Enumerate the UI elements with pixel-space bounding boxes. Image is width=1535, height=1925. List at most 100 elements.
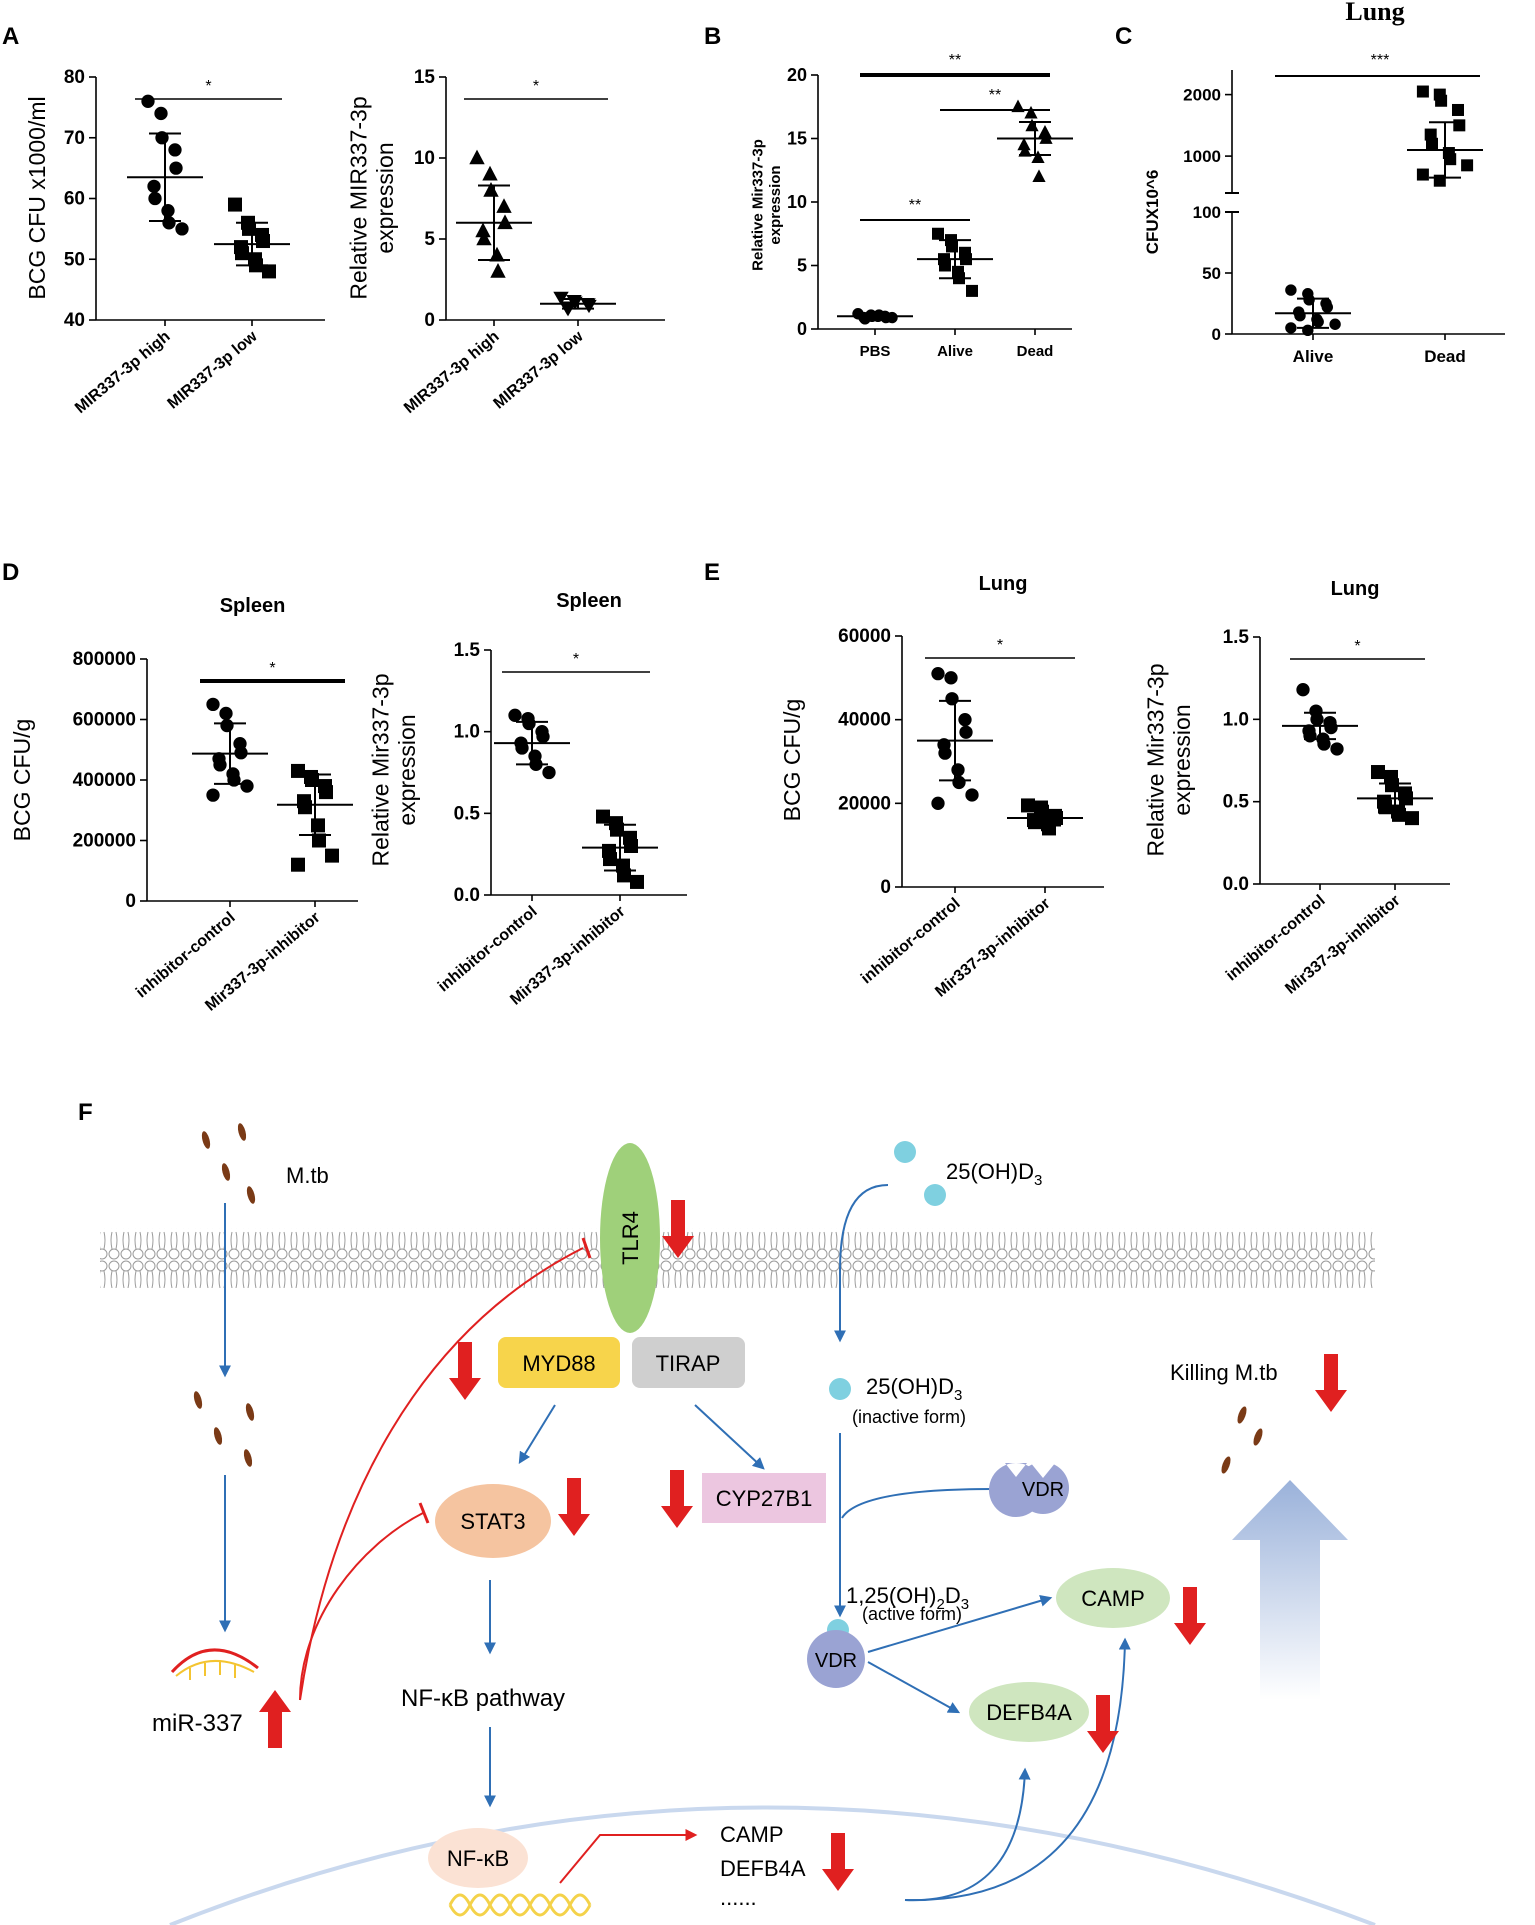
myd88-box (498, 1337, 620, 1388)
y-tick-label: 2000 (1183, 86, 1221, 105)
data-point (931, 667, 945, 681)
data-point (1285, 322, 1297, 334)
data-point (169, 161, 183, 175)
y-tick-label: 100 (1193, 203, 1221, 222)
panel-label-f: F (78, 1099, 93, 1126)
data-point (1385, 778, 1399, 793)
x-tick-label: Dead (1424, 347, 1466, 366)
data-point (141, 94, 155, 108)
y-tick-label: 70 (64, 128, 85, 149)
cyp27b1-label: CYP27B1 (716, 1486, 813, 1511)
significance-label: * (573, 651, 579, 668)
vitd-molecule-2 (924, 1184, 946, 1206)
y-tick-label: 60000 (838, 626, 891, 647)
cyp27b1-box (702, 1473, 826, 1523)
data-point (603, 852, 617, 867)
y-tick-label: 20 (787, 65, 807, 85)
vitd-outside-label: 25(OH)D3 (946, 1159, 1042, 1189)
y-tick-label: 0 (125, 891, 136, 912)
data-point (1294, 310, 1306, 322)
y-tick-label: 0.5 (454, 803, 481, 824)
data-point (932, 227, 944, 240)
data-point (1296, 683, 1310, 697)
x-tick-label: Alive (1293, 347, 1334, 366)
y-tick-label: 15 (414, 67, 436, 88)
y-tick-label: 400000 (73, 770, 136, 791)
significance-label: ** (989, 87, 1001, 104)
mtb-bacilli-inside (193, 1391, 255, 1467)
y-tick-label: 0 (424, 310, 435, 331)
y-tick-label: 0 (797, 319, 807, 339)
stat3-node (435, 1484, 551, 1558)
y-tick-label: 0 (880, 877, 891, 898)
data-point (508, 708, 522, 722)
y-tick-label: 200000 (73, 831, 136, 852)
data-point (1378, 799, 1392, 814)
data-point (939, 259, 951, 272)
significance-label: * (205, 78, 211, 95)
data-point (325, 848, 339, 863)
chart-title: Spleen (556, 590, 622, 612)
y-tick-label: 800000 (73, 649, 136, 670)
vdr-bound (807, 1630, 865, 1688)
data-point (1330, 742, 1344, 756)
y-tick-label: 10 (787, 192, 807, 212)
data-point (1416, 85, 1429, 98)
down-arrow-killing (1315, 1354, 1347, 1412)
x-tick-label: MIR337-3p high (72, 328, 174, 417)
data-point (219, 706, 233, 721)
y-axis-label: BCG CFU/g (9, 719, 35, 842)
up-arrow-mir337 (259, 1690, 291, 1748)
data-point (228, 197, 242, 212)
y-axis-label: Relative MIR337-3pexpression (346, 96, 398, 299)
data-point (1302, 324, 1314, 337)
active-form-label: (active form) (862, 1604, 962, 1624)
data-point (536, 729, 550, 744)
chart-e1: 0200004000060000inhibitor-controlMir337-… (779, 573, 1104, 1001)
chart-title: Lung (1345, 0, 1404, 26)
chart-title: Lung (979, 573, 1028, 595)
killing-label: Killing M.tb (1170, 1360, 1278, 1385)
down-arrow-myd88 (449, 1342, 481, 1400)
data-point (291, 857, 305, 872)
y-tick-label: 50 (64, 249, 85, 270)
data-point (1021, 798, 1035, 813)
significance-label: * (997, 637, 1003, 654)
camp-node (1056, 1568, 1170, 1628)
data-point (1321, 301, 1334, 313)
y-axis-label: Relative Mir337-3pexpression (750, 139, 784, 271)
data-point (168, 143, 182, 157)
data-point (515, 741, 529, 755)
data-point (624, 839, 638, 853)
y-tick-label: 0.0 (454, 885, 480, 906)
data-point (291, 763, 305, 778)
inhibition-stat3-line (299, 1512, 424, 1701)
y-tick-label: 5 (424, 229, 435, 250)
y-tick-label: 1000 (1183, 147, 1221, 166)
y-tick-label: 20000 (838, 793, 891, 814)
data-point (938, 746, 952, 760)
data-point (154, 106, 168, 121)
chart-e2: 0.00.51.01.5inhibitor-controlMir337-3p-i… (1143, 578, 1450, 998)
y-tick-label: 10 (414, 148, 435, 169)
significance-label: * (269, 660, 275, 677)
data-point (319, 785, 333, 800)
y-tick-label: 1.0 (1223, 709, 1249, 730)
chart-d2: 0.00.51.01.5inhibitor-controlMir337-3p-i… (368, 590, 687, 1009)
data-point (206, 788, 220, 802)
data-point (1303, 294, 1315, 306)
red-arrows (259, 1200, 1347, 1891)
data-point (1024, 105, 1038, 119)
data-point (490, 263, 506, 278)
big-up-arrow (1177, 1480, 1348, 1700)
mtb-label: M.tb (286, 1163, 329, 1188)
nuclear-defb4a-label: DEFB4A (720, 1856, 806, 1881)
data-point (1405, 811, 1419, 826)
data-point (256, 234, 270, 249)
chart-title: Spleen (220, 595, 286, 617)
data-point (1324, 720, 1338, 735)
data-point (931, 796, 945, 810)
data-point (148, 191, 162, 206)
nuclear-more-label: ...... (720, 1885, 757, 1910)
